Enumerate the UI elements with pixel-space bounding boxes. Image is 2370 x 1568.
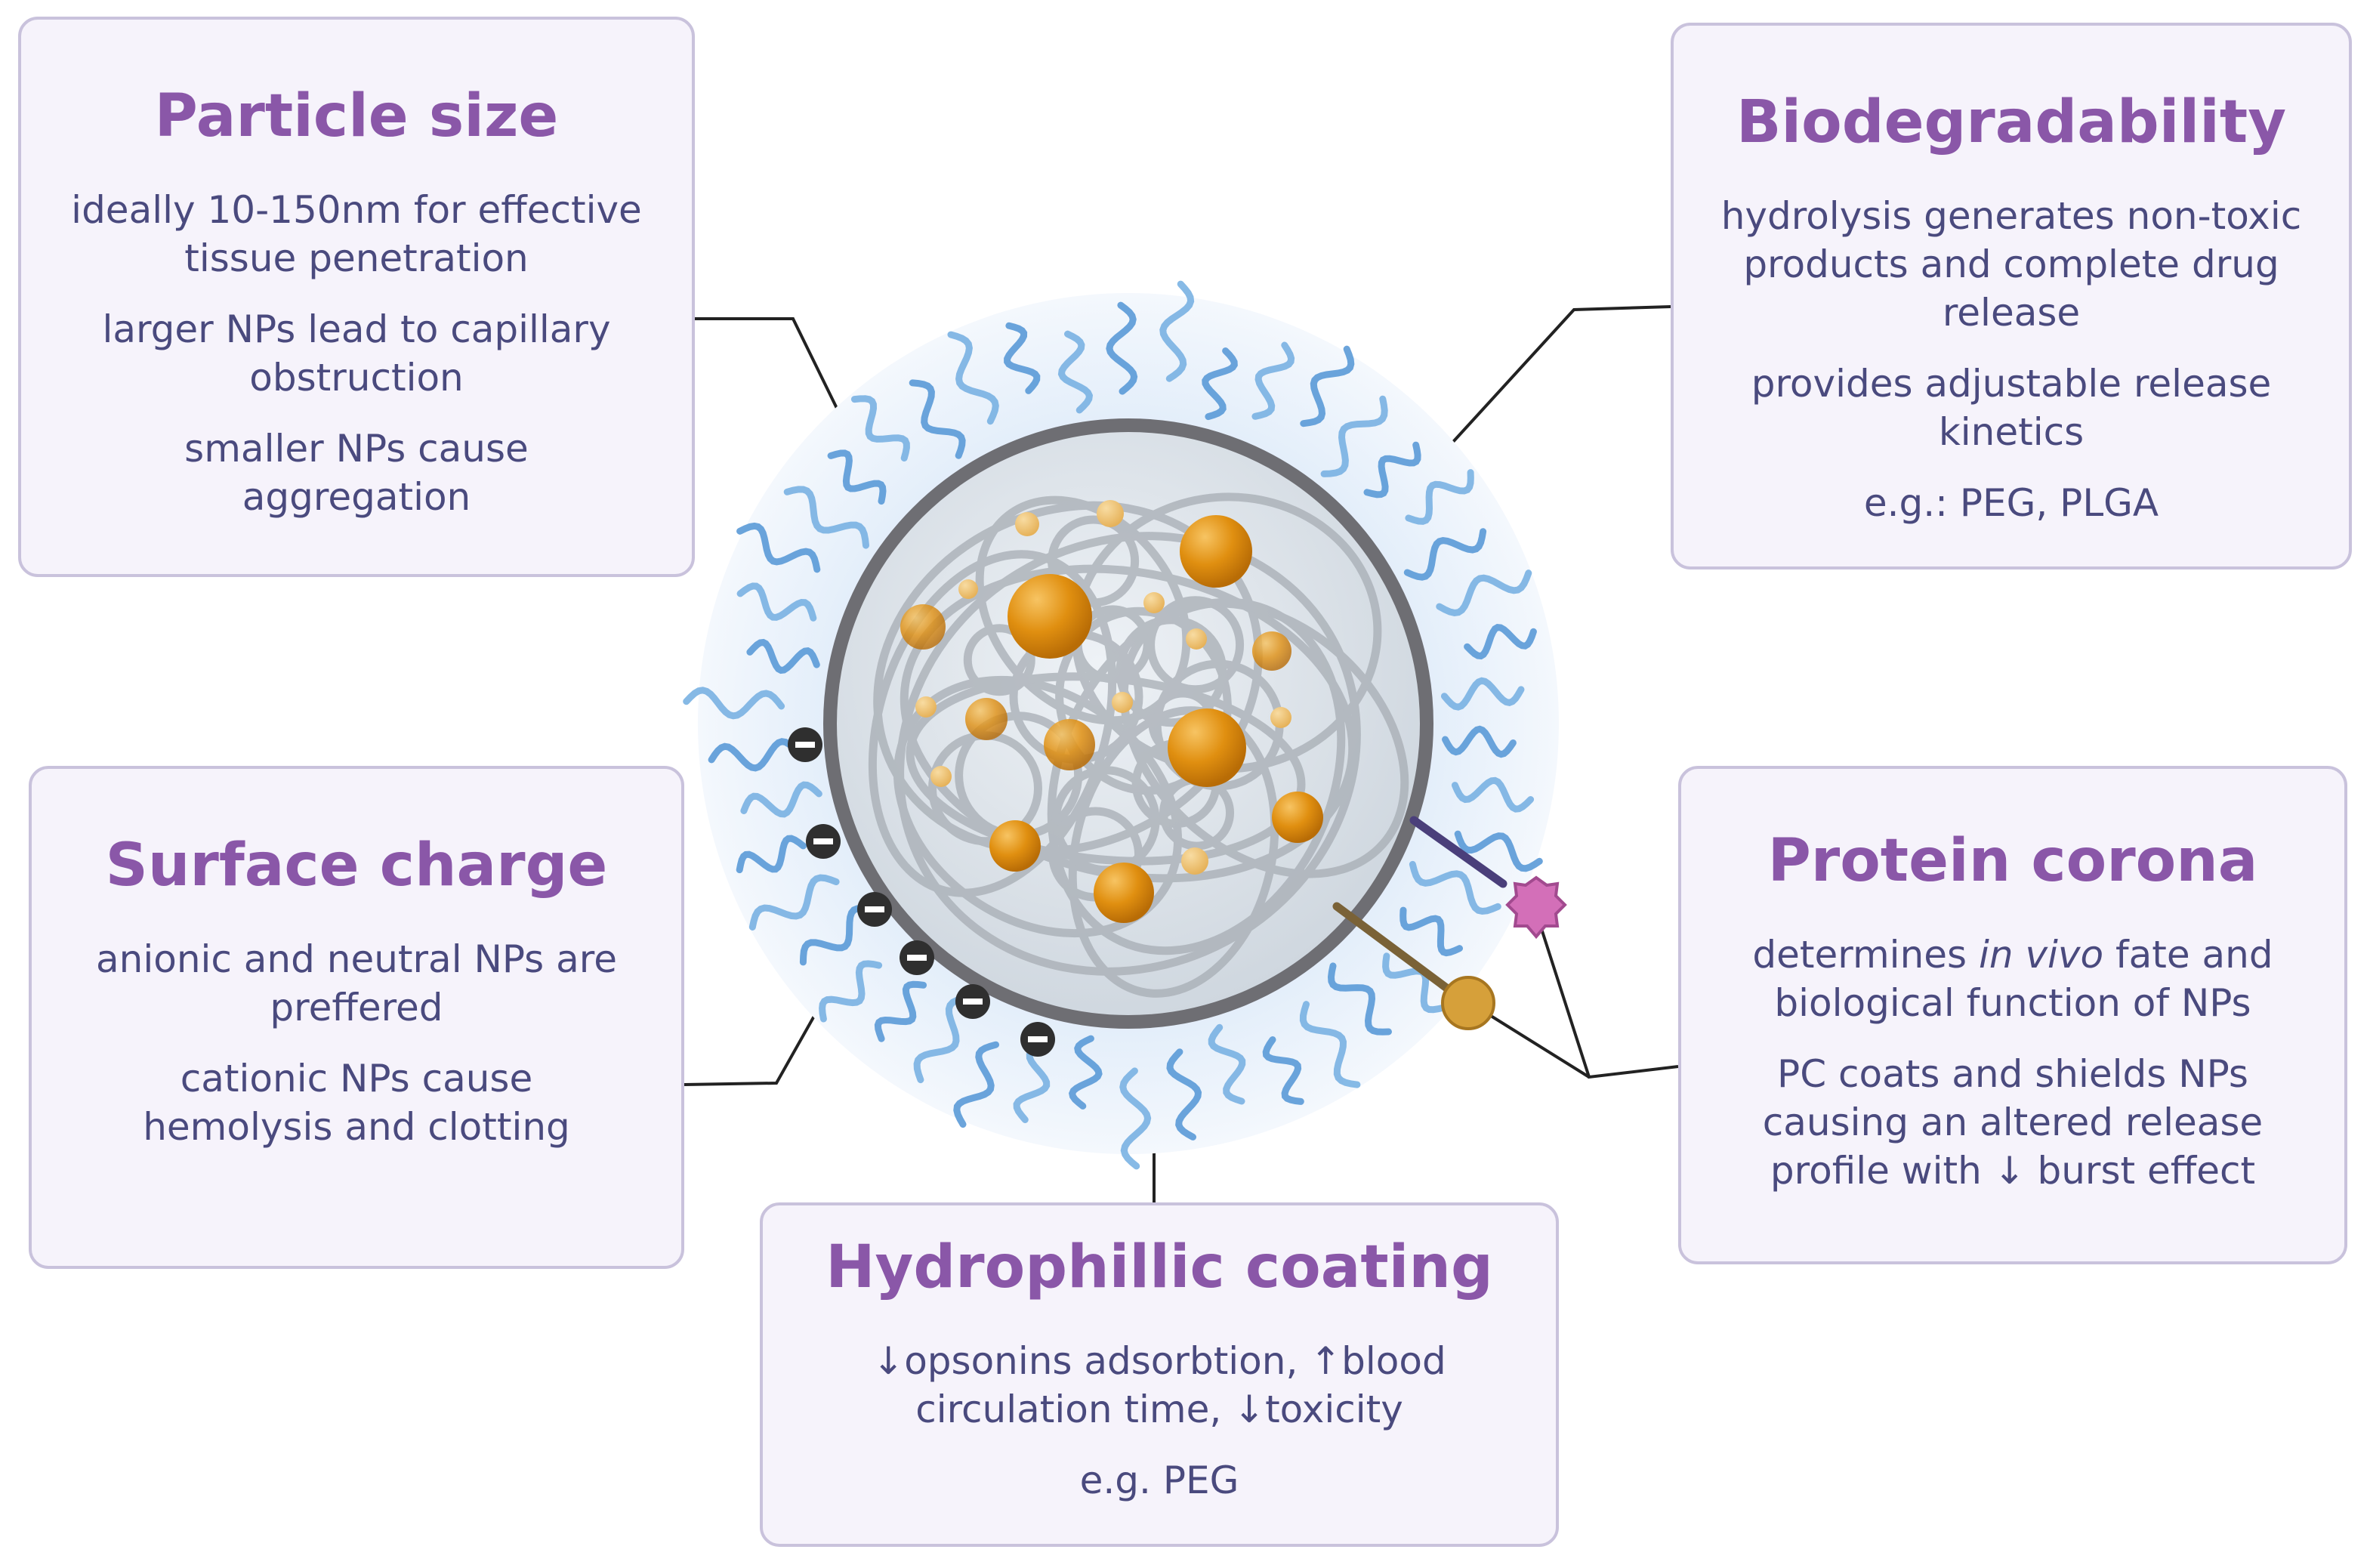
surface-charge-line-2: cationic NPs cause hemolysis and clottin… bbox=[143, 1056, 570, 1149]
connector-protein-corona bbox=[1535, 912, 1679, 1079]
negative-charge-icon bbox=[900, 940, 934, 975]
polymer-loop bbox=[963, 624, 1035, 696]
surface-charge-title: Surface charge bbox=[105, 832, 608, 900]
peg-chain bbox=[1440, 677, 1525, 711]
polymer-loop bbox=[1048, 515, 1140, 607]
peg-chain bbox=[1405, 469, 1474, 525]
peg-chain bbox=[947, 331, 999, 425]
negative-charge-icon bbox=[806, 824, 841, 859]
negative-charge-icon bbox=[788, 727, 822, 762]
particle-size-line-1: ideally 10-150nm for effective tissue pe… bbox=[71, 187, 642, 280]
hydrophilic-coating-line-2: e.g. PEG bbox=[1079, 1458, 1239, 1502]
peg-chain bbox=[1454, 830, 1543, 872]
peg-chain bbox=[827, 449, 887, 505]
protein-pink-icon bbox=[1505, 875, 1567, 940]
biodegradability-card: Biodegradability hydrolysis generates no… bbox=[1671, 23, 2352, 569]
peg-chain bbox=[740, 781, 822, 818]
peg-chain bbox=[913, 994, 972, 1084]
peg-chain bbox=[1202, 347, 1238, 421]
surface-charge-line-1: anionic and neutral NPs are preffered bbox=[96, 937, 617, 1029]
peg-chain bbox=[1299, 1001, 1361, 1088]
peg-chain bbox=[819, 960, 883, 1023]
peg-chain bbox=[746, 638, 820, 674]
particle-size-line-3: smaller NPs cause aggregation bbox=[184, 426, 529, 519]
particle-size-card: Particle size ideally 10-150nm for effec… bbox=[18, 17, 695, 577]
peg-chain bbox=[1403, 528, 1487, 581]
particle-size-line-2: larger NPs lead to capillary obstruction bbox=[102, 307, 611, 400]
peg-chain bbox=[1327, 962, 1392, 1036]
peg-chain bbox=[683, 687, 785, 720]
particle-size-title: Particle size bbox=[154, 82, 559, 150]
peg-chain bbox=[1068, 1035, 1103, 1110]
peg-chain bbox=[1159, 280, 1195, 382]
peg-chain bbox=[1399, 906, 1463, 957]
peg-chain bbox=[1251, 341, 1295, 420]
peg-chain bbox=[799, 905, 876, 966]
peg-chain bbox=[1106, 301, 1138, 395]
hydrophilic-coating-title: Hydrophillic coating bbox=[825, 1233, 1493, 1301]
peg-chain bbox=[1409, 860, 1501, 915]
negative-charge-icon bbox=[1020, 1022, 1055, 1057]
biodegradability-line-2: provides adjustable release kinetics bbox=[1751, 361, 2272, 454]
peg-chain bbox=[1363, 441, 1421, 498]
peg-chain bbox=[736, 582, 817, 622]
polymer-loop bbox=[1146, 596, 1245, 694]
peg-chain bbox=[1208, 1023, 1246, 1105]
protein-corona-card: Protein corona determines in vivo fate a… bbox=[1678, 766, 2347, 1264]
peg-chain bbox=[748, 874, 840, 931]
peg-chains bbox=[683, 280, 1543, 1170]
protein-corona-line-2: PC coats and shields NPs causing an alte… bbox=[1762, 1051, 2264, 1193]
polymer-strand bbox=[896, 532, 1361, 976]
peg-chain bbox=[1119, 1067, 1152, 1170]
peg-chain bbox=[736, 835, 807, 874]
peg-chain bbox=[850, 395, 910, 461]
hydrophilic-coating-card: Hydrophillic coating ↓opsonins adsorbtio… bbox=[760, 1202, 1559, 1547]
peg-chain bbox=[1300, 345, 1355, 427]
negative-charge-icon bbox=[955, 984, 990, 1019]
peg-chain bbox=[1451, 776, 1535, 813]
protein-ligands bbox=[1332, 816, 1567, 1030]
protein-gold-icon bbox=[1441, 976, 1495, 1030]
in-vivo-italic: in vivo bbox=[1978, 932, 2104, 977]
negative-charges bbox=[788, 727, 1055, 1057]
biodegradability-title: Biodegradability bbox=[1736, 88, 2287, 156]
peg-chain bbox=[736, 522, 821, 573]
negative-charge-icon bbox=[857, 892, 892, 927]
surface-charge-card: Surface charge anionic and neutral NPs a… bbox=[29, 766, 684, 1269]
polymer-loop bbox=[1116, 616, 1227, 727]
peg-chain bbox=[1262, 1036, 1304, 1105]
peg-chain bbox=[783, 486, 869, 549]
biodegradability-line-3: e.g.: PEG, PLGA bbox=[1863, 480, 2159, 525]
peg-chain bbox=[1004, 322, 1041, 394]
peg-chain bbox=[1166, 1048, 1202, 1141]
peg-chain bbox=[708, 738, 801, 772]
drug-particles bbox=[900, 500, 1323, 923]
protein-corona-line-1: determines in vivo fate and biological f… bbox=[1752, 932, 2273, 1025]
peg-chain bbox=[1464, 623, 1537, 660]
peg-chain bbox=[1320, 395, 1388, 477]
hydrophilic-coating-line-1: ↓opsonins adsorbtion, ↑blood circulation… bbox=[872, 1338, 1446, 1431]
peg-chain bbox=[1442, 725, 1517, 758]
peg-chain bbox=[874, 980, 927, 1042]
peg-chain bbox=[1057, 330, 1094, 414]
peg-chain bbox=[953, 1041, 999, 1128]
peg-chain bbox=[909, 379, 966, 459]
peg-chain bbox=[1436, 569, 1532, 616]
protein-corona-title: Protein corona bbox=[1767, 827, 2258, 895]
biodegradability-line-1: hydrolysis generates non-toxic products … bbox=[1720, 193, 2302, 335]
